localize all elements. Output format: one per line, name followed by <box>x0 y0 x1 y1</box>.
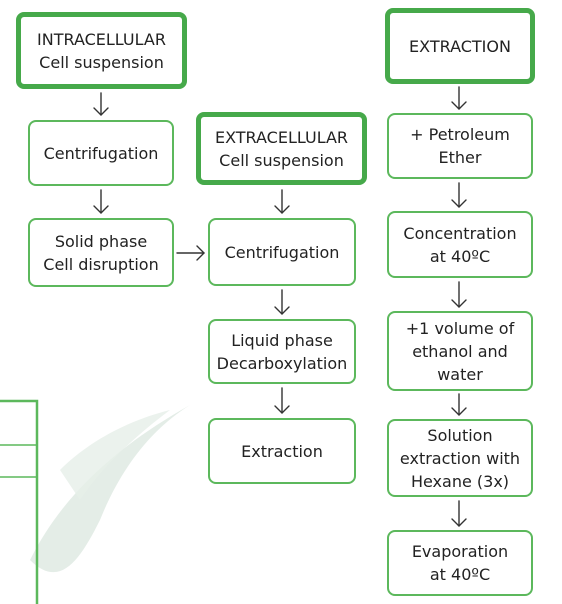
leaf-shape <box>30 405 190 573</box>
box-line: +1 volume of <box>405 318 515 338</box>
down-arrow-icon <box>274 289 290 315</box>
extraction-step-box: Extraction <box>208 418 356 484</box>
intracellular-header-box: INTRACELLULAR Cell suspension <box>16 12 187 89</box>
solid-phase-box: Solid phase Cell disruption <box>28 218 174 287</box>
concentration-box: Concentration at 40ºC <box>387 211 533 278</box>
down-arrow-icon <box>93 189 109 214</box>
box-line: EXTRACTION <box>409 36 511 56</box>
liquid-phase-box: Liquid phase Decarboxylation <box>208 319 356 384</box>
box-line: Cell suspension <box>39 52 164 72</box>
intracellular-centrifugation-box: Centrifugation <box>28 120 174 186</box>
box-line: Hexane (3x) <box>410 471 510 491</box>
down-arrow-icon <box>274 387 290 414</box>
petroleum-ether-box: + Petroleum Ether <box>387 113 533 179</box>
down-arrow-icon <box>451 393 467 416</box>
box-line: INTRACELLULAR <box>37 29 166 49</box>
box-line: Concentration <box>403 223 517 243</box>
evaporation-box: Evaporation at 40ºC <box>387 530 533 596</box>
down-arrow-icon <box>274 189 290 214</box>
box-line: Centrifugation <box>224 242 340 262</box>
box-line: EXTRACELLULAR <box>214 127 349 147</box>
box-line: Extraction <box>241 441 323 461</box>
hexane-extraction-box: Solution extraction with Hexane (3x) <box>387 419 533 497</box>
box-line: Cell suspension <box>219 150 344 170</box>
box-line: extraction with <box>399 448 521 468</box>
box-line: Liquid phase <box>231 330 333 350</box>
right-arrow-icon <box>176 245 205 261</box>
box-line: at 40ºC <box>429 246 491 266</box>
box-line: water <box>437 364 483 384</box>
box-line: Cell disruption <box>43 254 159 274</box>
down-arrow-icon <box>451 500 467 527</box>
box-line: Evaporation <box>411 542 509 561</box>
box-line: Decarboxylation <box>216 353 348 373</box>
box-line: at 40ºC <box>429 565 491 584</box>
partial-table-frame <box>0 399 39 604</box>
down-arrow-icon <box>93 92 109 116</box>
box-line: ethanol and <box>412 341 508 361</box>
box-line: Solid phase <box>54 231 148 251</box>
leaf-shape-2 <box>60 410 170 500</box>
box-line: Centrifugation <box>43 143 159 163</box>
down-arrow-icon <box>451 86 467 110</box>
extracellular-header-box: EXTRACELLULAR Cell suspension <box>196 112 367 185</box>
extraction-header-box: EXTRACTION <box>385 8 535 84</box>
box-line: Solution <box>427 425 493 445</box>
ethanol-water-box: +1 volume of ethanol and water <box>387 311 533 391</box>
box-line: + Petroleum <box>410 125 510 144</box>
extracellular-centrifugation-box: Centrifugation <box>208 218 356 286</box>
down-arrow-icon <box>451 281 467 308</box>
down-arrow-icon <box>451 182 467 208</box>
box-line: Ether <box>438 148 482 167</box>
